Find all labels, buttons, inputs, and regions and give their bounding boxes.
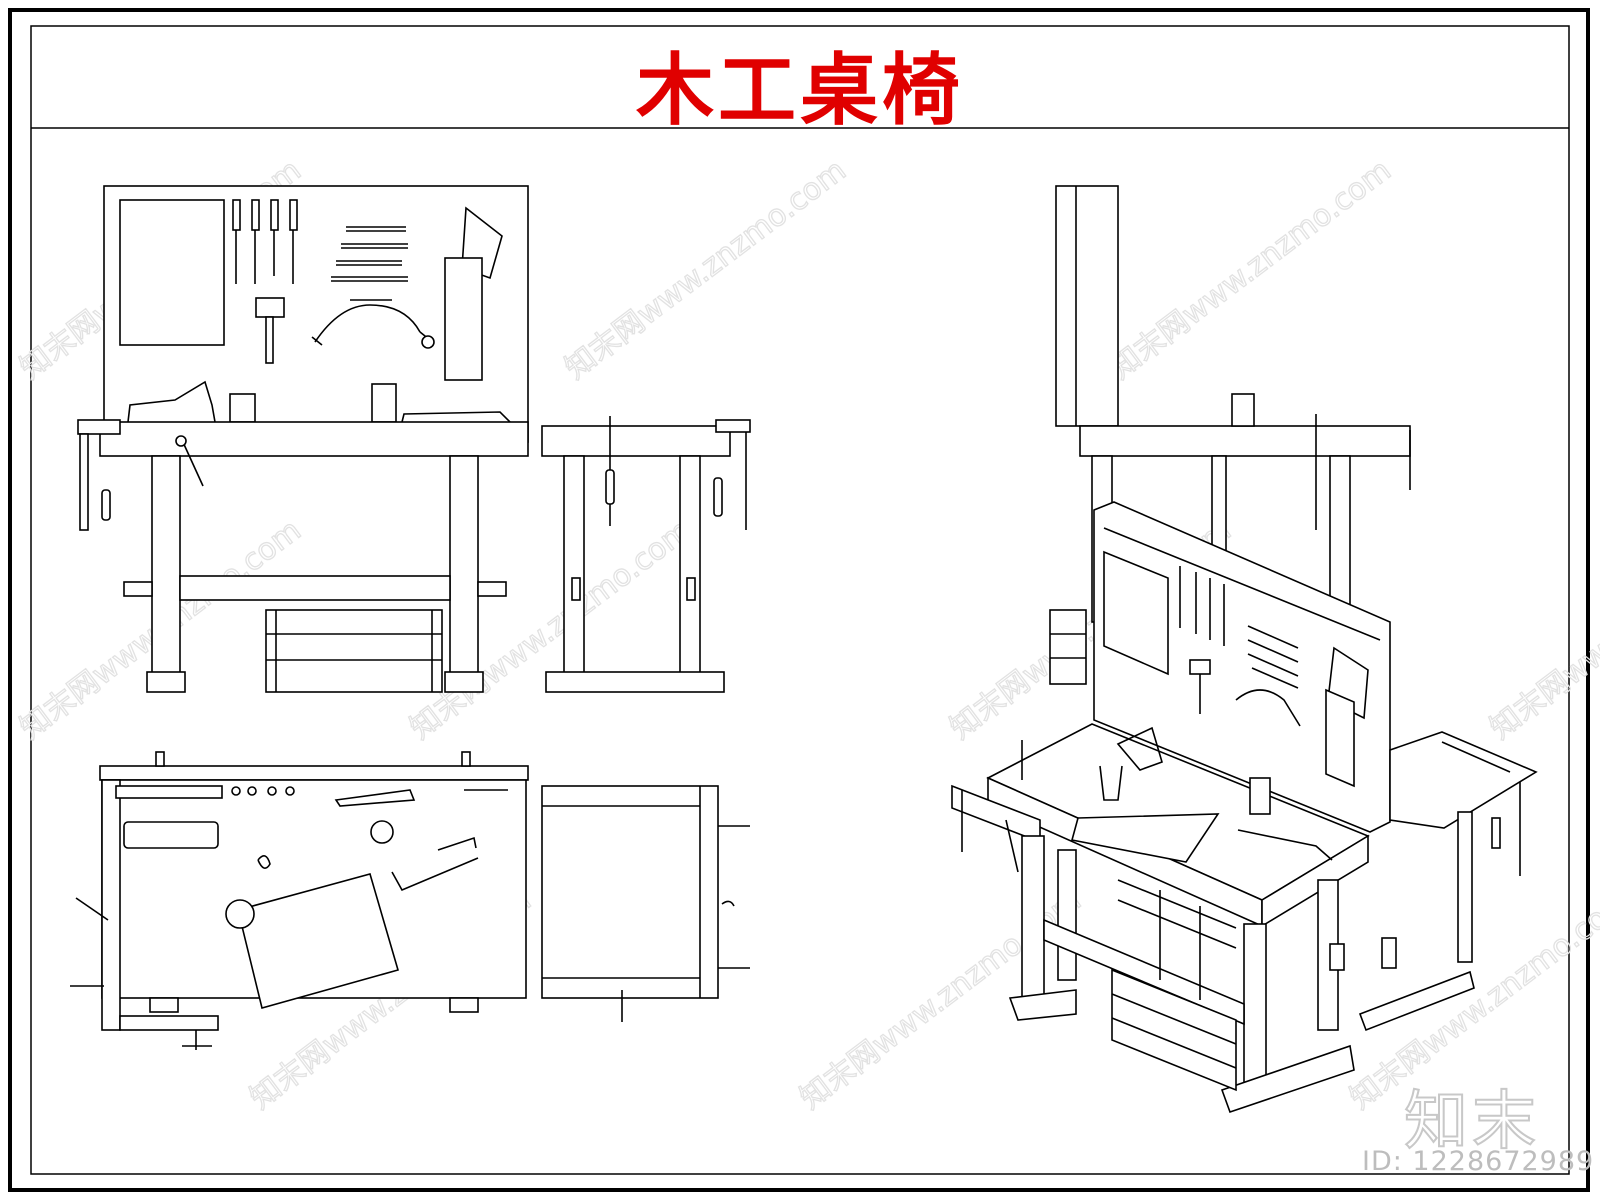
brace-drill [311,299,431,346]
mallet [255,297,285,364]
watermark-7: 知末网www.znzmo.com [1484,513,1600,747]
watermark-2: 知末网www.znzmo.com [559,153,853,387]
outer-frame [8,8,1590,1192]
front-elevation-view [77,185,529,693]
side-elevation-view [541,416,751,693]
iso-chisel-set [1179,566,1225,646]
side-plan-view [541,785,750,1022]
inner-frame [30,25,1570,1175]
wrench-set [331,226,408,282]
hand-saw [444,206,503,381]
sheet-title: 木工桌椅 [635,45,964,136]
chisel-set [232,199,298,284]
watermark-id: ID: 1228672989 [1362,1146,1595,1177]
watermark-5: 知末网www.znzmo.com [404,513,698,747]
watermark-logo: 知末 [1403,1084,1540,1160]
isometric-view [951,185,1538,1114]
watermark-3: 知末网www.znzmo.com [1104,153,1398,387]
plan-view [70,751,529,1050]
